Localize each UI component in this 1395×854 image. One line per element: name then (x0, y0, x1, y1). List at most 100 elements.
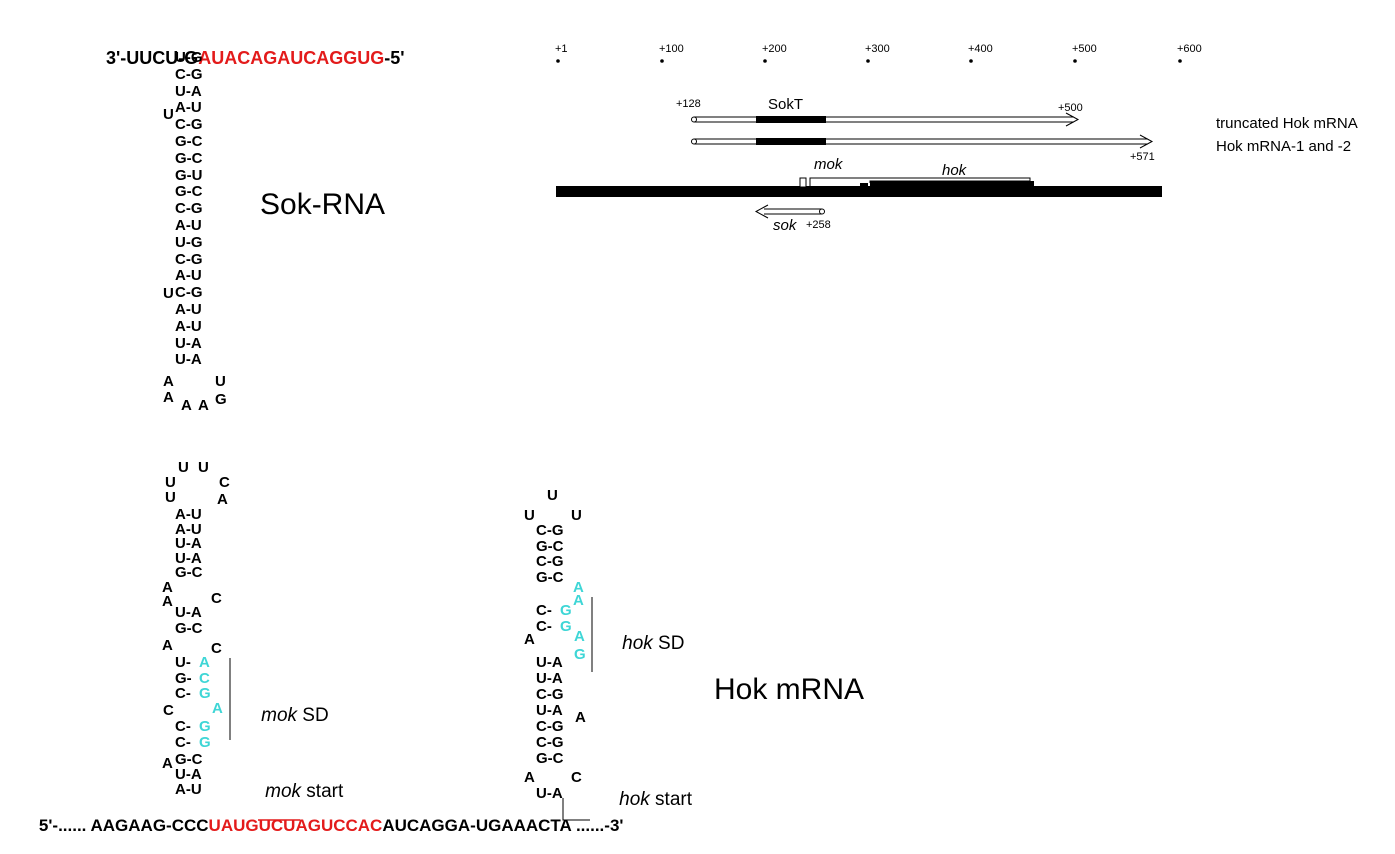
sok-arrow (754, 204, 825, 219)
sok-loop-4: A (198, 397, 209, 414)
sokt-region-2 (756, 138, 826, 145)
map-tick-label: +500 (1072, 43, 1097, 55)
mok-stem-row: G-C (175, 620, 203, 637)
mok-bulge-c1: C (211, 590, 222, 607)
hok-stem-row: C-G (536, 522, 564, 539)
mok-sd-label-text: SD (297, 705, 329, 726)
hok-stem-row: C-G (536, 718, 564, 735)
map-tick-label: +400 (968, 43, 993, 55)
map-tick-label: +100 (659, 43, 684, 55)
mok-sd-row-left: C- (175, 733, 191, 751)
mok-sd-row-left: U- (175, 654, 191, 671)
mok-stem-row: A-U (175, 781, 202, 798)
hok-mrna-arrow (691, 134, 1154, 149)
sok-stem-row: U-G (175, 49, 203, 66)
mok-stem-row: U-A (175, 766, 202, 783)
mok-start-box (799, 177, 807, 188)
bottom-seq-part-7: ......-3' (571, 816, 624, 835)
mok-sd-extra-a: A (212, 700, 223, 717)
hok-stem-row: G-C (536, 750, 564, 767)
map-tick-dot (866, 59, 870, 63)
sok-stem-row: G-U (175, 166, 203, 184)
bottom-seq-part-4: AUCAGGA- (382, 816, 476, 835)
label-500: +500 (1058, 102, 1083, 114)
label-sokt: SokT (768, 96, 804, 113)
mok-bulge-a2: A (162, 593, 173, 610)
mok-stem-row: G-C (175, 564, 203, 582)
truncated-arrow-start (691, 116, 697, 123)
bottom-seq-hok-start: UG (475, 816, 502, 835)
mok-sd-row-right: G (199, 733, 211, 751)
sok-stem-row: A-U (175, 99, 202, 117)
bottom-seq-mok-start: UAUG (208, 816, 259, 835)
hok-stem-row: U-A (536, 702, 563, 719)
map-tick-dot (556, 59, 560, 63)
sok-stem-row: C-G (175, 116, 203, 134)
mok-sd-row-right: G (199, 718, 211, 735)
mok-sd-label-gene: mok (261, 705, 298, 726)
hok-start-label-text: start (649, 789, 692, 810)
dna-bar (556, 177, 1162, 197)
legend-truncated: truncated Hok mRNA (1216, 115, 1358, 132)
hok-arrow-head (1139, 134, 1154, 149)
map-tick-label: +1 (555, 43, 568, 55)
hok-gene-notch (860, 183, 868, 189)
label-mok: mok (814, 156, 843, 173)
mok-loop-u3: U (165, 474, 176, 491)
hok-sd-label: hok SD (601, 615, 684, 672)
sok-loop-2: A (163, 389, 174, 406)
sokt-region-1 (756, 116, 826, 123)
hok-mrna-label: Hok mRNA (714, 673, 865, 706)
mok-loop-u4: U (165, 489, 176, 506)
sok-top-sequence: 3'-UUCU-GAUACAGAUCAGGUG-5' (86, 31, 405, 85)
sok-stem-row: C-G (175, 250, 203, 268)
mok-sd-row-left: C- (175, 718, 191, 735)
mok-bulge-a3: A (162, 637, 173, 654)
mok-sd-label: mok SD (240, 687, 329, 744)
hok-sd-label-text: SD (652, 633, 685, 654)
hok-stem-row: U-A (536, 670, 563, 687)
sok-bulge-1: U (163, 106, 174, 123)
mok-loop-u2: U (198, 459, 209, 476)
hok-loop-u2: U (524, 507, 535, 524)
hok-cyan-a1: A (573, 579, 584, 596)
map-tick-dot (1178, 59, 1182, 63)
sok-stem-row: C-G (175, 200, 203, 218)
truncated-hok-arrow (691, 112, 1080, 127)
sok-loop-3: A (181, 397, 192, 414)
mok-bulge-a1: A (162, 579, 173, 596)
hok-sd-row-left: C- (536, 618, 552, 635)
map-tick-label: +600 (1177, 43, 1202, 55)
mok-loop-a: A (217, 491, 228, 508)
hok-row-last: U-A (536, 785, 563, 802)
mok-sd-row-right: C (199, 669, 210, 687)
sok-stem-row: G-C (175, 183, 203, 201)
label-258: +258 (806, 219, 831, 231)
mok-stem-row: A-U (175, 506, 202, 523)
map-tick-label: +200 (762, 43, 787, 55)
bottom-sequence: 5'-...... AAGAAG-CCCUAUGUCUAGUCCACAUCAGG… (20, 800, 624, 851)
mok-bulge-a4: A (162, 755, 173, 772)
sok-stem-row: U-A (175, 351, 202, 369)
hok-bulge-a3: A (524, 769, 535, 786)
mok-sd-row-left: C- (175, 685, 191, 702)
map-ticks (556, 59, 1182, 63)
sok-top-left: 3'-UUCU-G (106, 48, 199, 68)
mok-stem-row: U-A (175, 535, 202, 553)
hok-bulge-c1: C (571, 769, 582, 786)
hok-bracket (869, 180, 1030, 183)
hok-sd-row-right: G (560, 618, 572, 635)
sok-stem-row: A-U (175, 301, 202, 318)
label-571: +571 (1130, 151, 1155, 163)
mok-start-label: mok start (244, 763, 343, 820)
hok-start-label-gene: hok (619, 789, 650, 810)
hok-stem-row: C-G (536, 686, 564, 703)
sok-arrow-end (819, 208, 825, 215)
hok-row-ua: U-A (536, 654, 563, 671)
sok-stem-row: C-G (175, 65, 203, 83)
hok-gene-block (870, 181, 1034, 189)
sok-stem-row: C-G (175, 284, 203, 302)
sok-top-right: -5' (384, 48, 405, 68)
map-tick-dot (969, 59, 973, 63)
